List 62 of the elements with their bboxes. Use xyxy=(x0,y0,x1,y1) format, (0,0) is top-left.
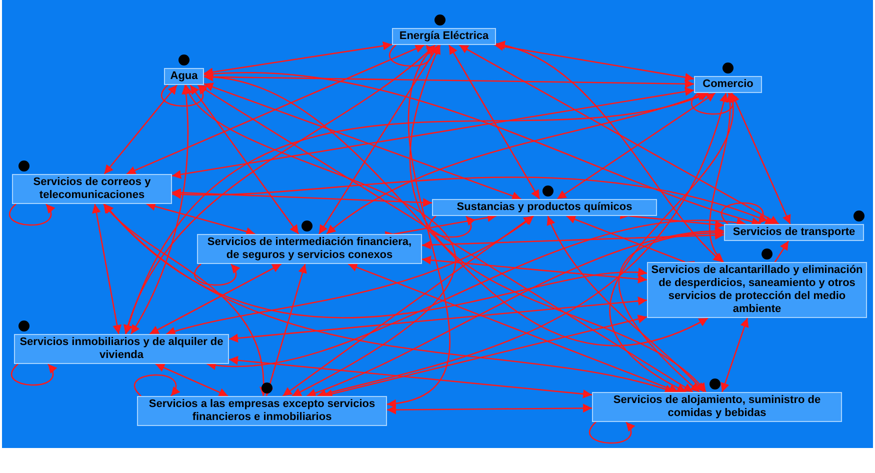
arrow xyxy=(146,202,256,236)
arrow xyxy=(92,204,122,334)
sector-label: Sustancias y productos químicos xyxy=(432,199,657,216)
arrow xyxy=(731,92,791,224)
arrow xyxy=(161,84,207,107)
arrow xyxy=(204,41,392,76)
arrow xyxy=(204,82,522,200)
sector-label: Servicios de intermediación financiera, de seguros y servicios conexos xyxy=(197,234,422,264)
arrow xyxy=(316,92,728,398)
sector-label: Energía Eléctrica xyxy=(392,28,496,45)
arrow xyxy=(130,84,190,334)
arrow xyxy=(103,204,268,396)
arrow xyxy=(422,256,648,284)
arrow xyxy=(197,84,694,393)
arrow xyxy=(166,215,534,336)
arrow xyxy=(348,263,679,393)
arrow xyxy=(9,204,55,226)
arrow xyxy=(155,363,228,397)
arrow xyxy=(11,364,57,386)
arrow xyxy=(496,42,723,262)
sector-label: Servicios de alojamiento, suministro de comidas y bebidas xyxy=(592,392,842,422)
arrow xyxy=(556,92,716,200)
arrow xyxy=(228,296,648,343)
sector-label: Agua xyxy=(164,68,204,85)
arrow xyxy=(194,264,240,286)
arrow xyxy=(386,44,450,407)
arrow xyxy=(125,91,709,334)
arrow xyxy=(306,227,724,398)
arrow xyxy=(104,84,178,174)
arrow xyxy=(323,314,648,398)
arrow xyxy=(721,202,767,224)
sector-label: Comercio xyxy=(694,76,762,93)
arrow xyxy=(691,92,737,115)
arrow xyxy=(448,44,540,200)
arrow xyxy=(204,74,708,346)
arrow xyxy=(172,188,432,208)
sector-label: Servicios inmobiliarios y de alquiler de vivienda xyxy=(14,334,229,364)
arrow xyxy=(387,404,592,414)
arrow xyxy=(149,263,282,335)
arrow xyxy=(126,44,425,175)
arrow xyxy=(409,44,706,392)
arrow xyxy=(720,318,749,392)
arrow xyxy=(190,84,300,234)
sector-label: Servicios de alcantarillado y eliminación de desperdicios, saneamiento y otros servicios de protección del medio ambiente xyxy=(647,262,867,318)
arrow xyxy=(282,215,534,397)
arrow xyxy=(610,92,736,393)
sector-label: Servicios de transporte xyxy=(724,224,864,241)
sector-label: Servicios a las empresas excepto servicios financieros e inmobiliarios xyxy=(137,396,387,426)
arrow xyxy=(494,42,694,82)
arrow xyxy=(206,218,746,369)
arrow xyxy=(204,70,761,226)
arrow xyxy=(318,44,440,234)
arrow xyxy=(185,84,454,397)
sector-label: Servicios de correos y telecomunicaciones xyxy=(12,174,172,204)
arrow xyxy=(618,228,724,392)
arrow xyxy=(264,264,307,396)
arrow xyxy=(172,87,694,179)
arrow xyxy=(589,422,635,444)
arrow xyxy=(172,176,775,226)
arrow xyxy=(228,356,592,398)
arrow xyxy=(134,374,180,396)
arrow xyxy=(458,44,780,225)
